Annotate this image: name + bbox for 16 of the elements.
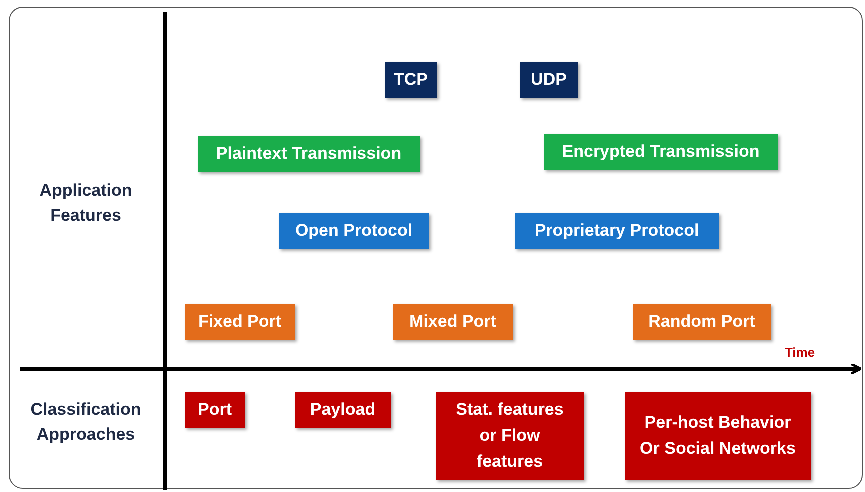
category-box: UDP — [520, 62, 578, 98]
category-box: TCP — [385, 62, 437, 98]
category-box: Mixed Port — [393, 304, 513, 340]
row-heading: Application Features — [38, 180, 134, 227]
category-box: Plaintext Transmission — [198, 136, 420, 172]
row-heading: Classification Approaches — [30, 399, 142, 446]
category-box: Stat. features or Flow features — [436, 392, 584, 480]
category-box: Payload — [295, 392, 391, 428]
axis-label: Time — [784, 345, 816, 361]
category-box: Encrypted Transmission — [544, 134, 778, 170]
category-box: Port — [185, 392, 245, 428]
category-box: Open Protocol — [279, 213, 429, 249]
category-box: Proprietary Protocol — [515, 213, 719, 249]
category-box: Per-host Behavior Or Social Networks — [625, 392, 811, 480]
category-box: Fixed Port — [185, 304, 295, 340]
category-box: Random Port — [633, 304, 771, 340]
